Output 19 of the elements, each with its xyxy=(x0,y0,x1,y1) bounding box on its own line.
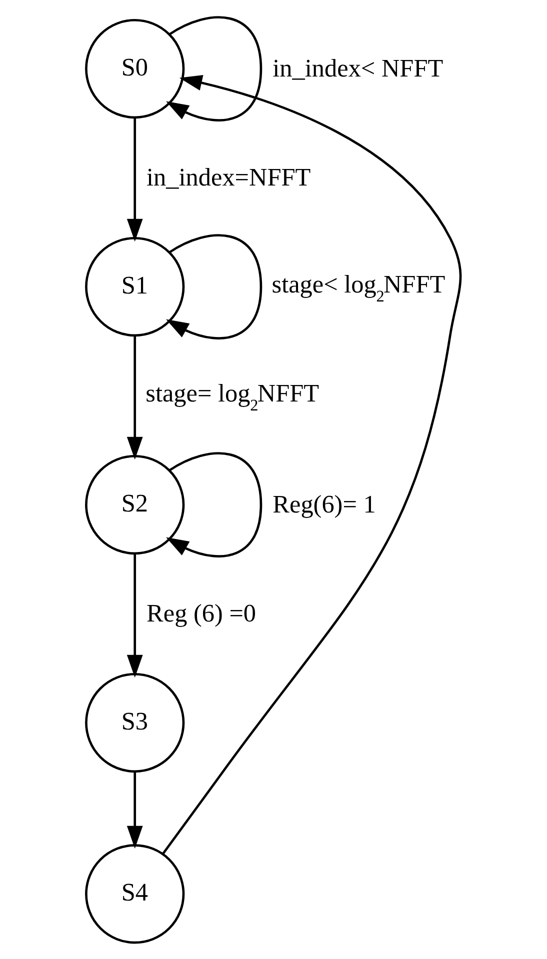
arrow xyxy=(166,452,262,558)
arrow xyxy=(126,118,143,242)
edge-label: in_index< NFFT xyxy=(272,55,444,82)
edge-label: Reg (6) =0 xyxy=(146,600,256,628)
arrow xyxy=(126,772,143,849)
arrow xyxy=(166,234,262,340)
edge-label: stage< log$_{2}$NFFT xyxy=(272,272,446,306)
edge-label: Reg(6)= 1 xyxy=(272,491,376,518)
arrow xyxy=(162,74,462,854)
node-circle: S1 xyxy=(85,236,185,337)
node-circle: S0 xyxy=(85,18,185,119)
arrow xyxy=(166,16,262,122)
node-circle: S2 xyxy=(85,454,185,555)
node-circle: S4 xyxy=(85,844,185,944)
arrow xyxy=(126,336,143,460)
edge-label: in_index=NFFT xyxy=(146,164,311,192)
arrow xyxy=(126,554,143,678)
edge-label: stage= log$_{2}$NFFT xyxy=(146,380,320,415)
node-circle: S3 xyxy=(85,672,185,773)
